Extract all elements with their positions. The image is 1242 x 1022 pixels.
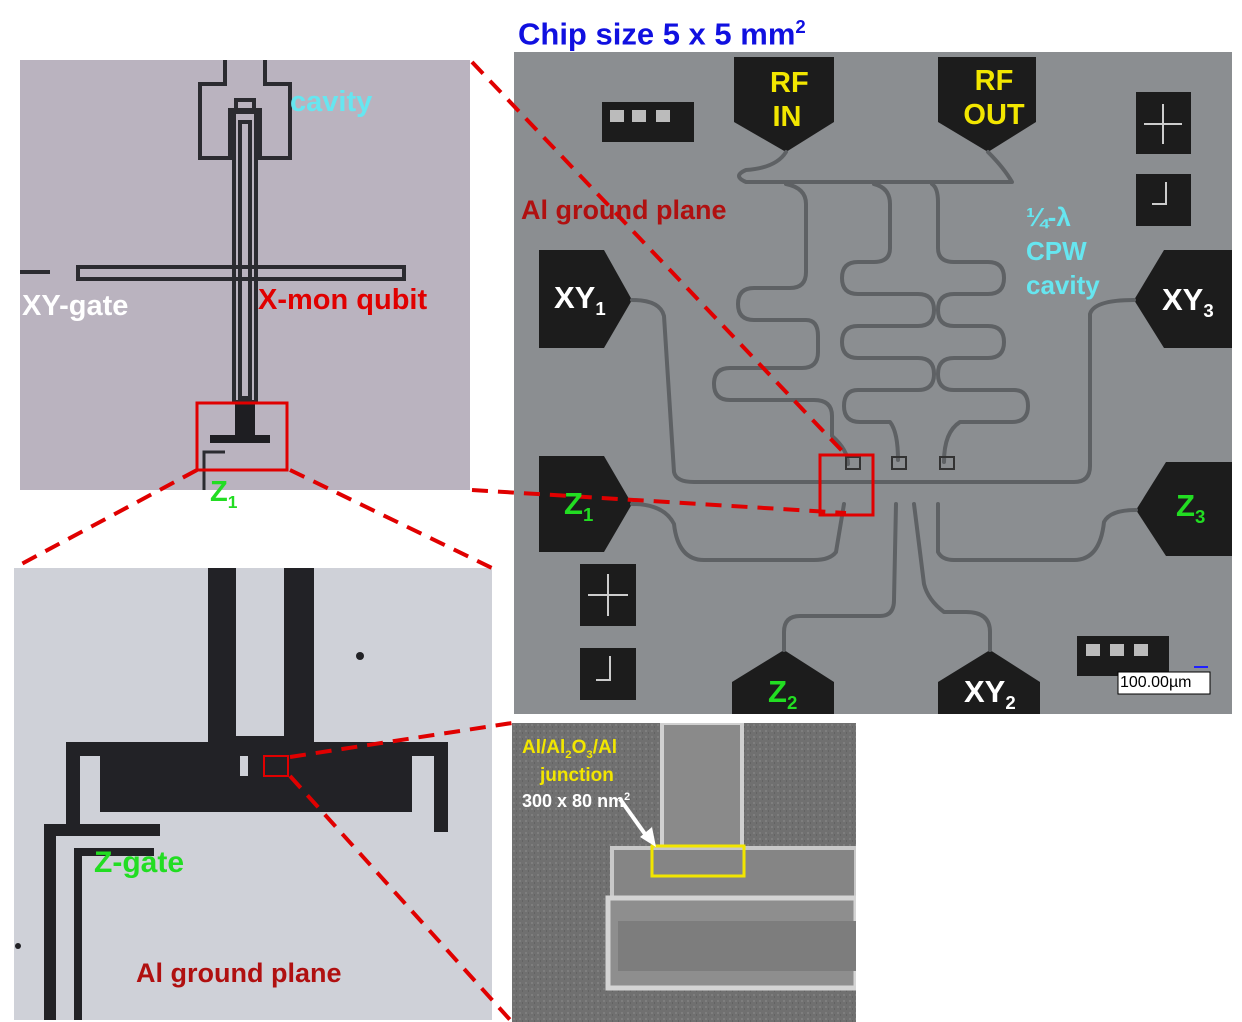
xmon-qubit-label: X-mon qubit [258, 284, 428, 316]
junction-size-label: 300 x 80 nm2 [522, 791, 631, 811]
junction-region-zoom-image [14, 568, 492, 1020]
alignment-mark [580, 648, 636, 700]
upper-electrode [660, 723, 744, 850]
zoom-region-box [195, 401, 289, 472]
qubit-bottom-pad [100, 756, 412, 812]
arrow-icon [640, 827, 656, 847]
chip-size-title: Chip size 5 x 5 mm2 [518, 16, 806, 52]
chip-ground-plane-label: Al ground plane [521, 195, 727, 225]
rf-out-pad [938, 57, 1036, 152]
junction-word-label: junction [540, 765, 614, 786]
sem-drawing [512, 723, 856, 1022]
junction-region-drawing [14, 568, 492, 1020]
zoom-ground-plane-label: Al ground plane [136, 958, 342, 988]
alignment-mark [1136, 174, 1191, 226]
qubit-drawing [20, 60, 470, 490]
xy1-label: XY1 [554, 280, 606, 320]
xy2-label: XY2 [964, 674, 1016, 714]
z3-label: Z3 [1176, 488, 1206, 528]
qubit-zoom-image [20, 60, 470, 490]
z1-chip-label: Z1 [564, 486, 594, 526]
xy2-pad [938, 650, 1040, 714]
xy3-pad [1134, 250, 1232, 348]
cavity-label: cavity [290, 86, 373, 118]
z2-label: Z2 [768, 674, 798, 714]
z3-pad [1136, 462, 1232, 556]
chip-layout-drawing [514, 52, 1232, 714]
scale-bar-label: 100.00µm [1120, 674, 1192, 691]
z1-zoom-label: Z1 [210, 476, 238, 512]
junction-box [263, 755, 289, 777]
z-gate-label: Z-gate [94, 846, 184, 879]
sem-junction-image [512, 723, 856, 1022]
z-gate-line [44, 824, 160, 836]
z2-pad [732, 650, 834, 714]
junction-material-label: Al/Al2O3/Al [522, 737, 618, 761]
chip-overview-image [514, 52, 1232, 714]
xy-gate-label: XY-gate [22, 290, 129, 322]
xy3-label: XY3 [1162, 282, 1214, 322]
junction-highlight [650, 844, 746, 878]
lower-electrode [610, 846, 856, 902]
